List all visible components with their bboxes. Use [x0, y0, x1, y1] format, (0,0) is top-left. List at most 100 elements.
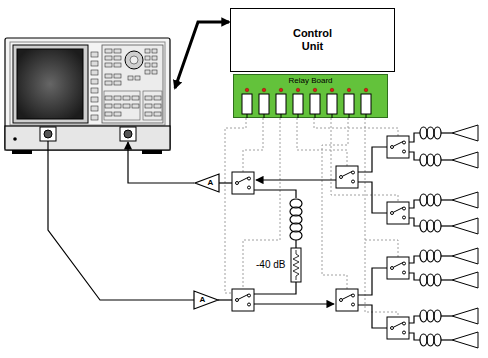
relay-control-lines [331, 118, 398, 202]
amplifier-triangle [195, 174, 219, 192]
cable-loop [420, 194, 441, 206]
network-analyzer [105, 56, 112, 60]
rf-wiring [256, 179, 336, 180]
rf-switch [232, 289, 254, 311]
relay-control-lines [314, 118, 398, 136]
rf-wiring [358, 268, 387, 295]
relay [361, 88, 371, 118]
network-analyzer [91, 52, 98, 120]
network-analyzer [105, 81, 112, 85]
network-analyzer [44, 130, 52, 138]
rf-wiring [358, 147, 387, 172]
network-analyzer [105, 63, 112, 67]
rf-wiring [295, 240, 296, 248]
network-analyzer [114, 49, 121, 53]
network-analyzer [120, 127, 136, 141]
relay [344, 88, 354, 118]
network-analyzer [17, 49, 83, 119]
relay-body [344, 94, 354, 114]
network-analyzer [152, 70, 157, 74]
network-analyzer [114, 81, 121, 85]
rf-wiring [254, 190, 296, 198]
rf-wiring [358, 305, 387, 328]
network-analyzer [114, 96, 121, 100]
relay-led [330, 88, 334, 92]
cable-loop [420, 250, 441, 262]
relay-led [347, 88, 351, 92]
network-analyzer [132, 104, 139, 108]
rf-wiring [219, 182, 232, 183]
horn-antenna [452, 308, 478, 324]
rf-wiring [409, 316, 420, 323]
relay-pin [349, 114, 350, 118]
rf-wiring [218, 299, 232, 300]
relay-control-lines [297, 118, 347, 166]
network-analyzer [154, 104, 161, 108]
network-analyzer [114, 112, 121, 116]
relay-body [327, 94, 337, 114]
network-analyzer [145, 56, 150, 60]
network-analyzer [145, 96, 152, 100]
network-analyzer [91, 106, 98, 111]
network-analyzer [125, 51, 143, 69]
horn-antenna [452, 248, 478, 264]
rf-wiring [409, 256, 420, 263]
network-analyzer [5, 38, 170, 154]
rf-switch [387, 257, 409, 279]
relay [310, 88, 320, 118]
amplifier-triangle [194, 173, 219, 193]
network-analyzer [145, 112, 152, 116]
network-analyzer [13, 45, 88, 123]
relay-body [361, 94, 371, 114]
cable-loop [420, 154, 441, 166]
network-analyzer [13, 137, 17, 141]
cable-loop [420, 274, 441, 286]
network-analyzer [114, 104, 121, 108]
rf-switch [336, 289, 358, 311]
rf-switch [387, 136, 409, 158]
rf-wiring [409, 333, 420, 340]
relay-led [313, 88, 317, 92]
relay-body [293, 94, 303, 114]
attenuator-symbol [293, 250, 299, 280]
relay-led [296, 88, 300, 92]
rf-wiring [409, 273, 420, 280]
relay-pin [264, 114, 265, 118]
network-analyzer [124, 130, 132, 138]
control-bus-arrow [175, 22, 229, 88]
relay [276, 88, 286, 118]
network-analyzer [154, 96, 161, 100]
relay-body [259, 94, 269, 114]
network-analyzer [5, 126, 170, 150]
rf-switch [232, 172, 254, 194]
network-analyzer [91, 52, 98, 57]
relay-pin [366, 114, 367, 118]
relay-pin [332, 114, 333, 118]
relay-led [245, 88, 249, 92]
relay-body [242, 94, 252, 114]
rf-wiring [128, 142, 194, 183]
relay-board: Relay Board [233, 74, 388, 118]
network-analyzer [40, 127, 56, 141]
amplifier-triangle [194, 291, 218, 309]
relay-body [310, 94, 320, 114]
network-analyzer [145, 63, 150, 67]
rf-wiring [409, 152, 420, 160]
network-analyzer [114, 74, 121, 78]
network-analyzer [145, 104, 152, 108]
amplifier-label: A [200, 296, 214, 304]
rf-wiring [409, 218, 420, 226]
cable-loop [420, 220, 441, 232]
rf-wiring [48, 133, 452, 340]
network-analyzer [105, 96, 112, 100]
horn-antenna [452, 125, 478, 141]
network-analyzer [114, 56, 121, 60]
relay [293, 88, 303, 118]
network-analyzer [154, 112, 161, 116]
relay-pin [315, 114, 316, 118]
horn-antenna [452, 272, 478, 288]
horn-antenna [452, 192, 478, 208]
unit-name: Control Unit [282, 27, 344, 52]
relay [327, 88, 337, 118]
